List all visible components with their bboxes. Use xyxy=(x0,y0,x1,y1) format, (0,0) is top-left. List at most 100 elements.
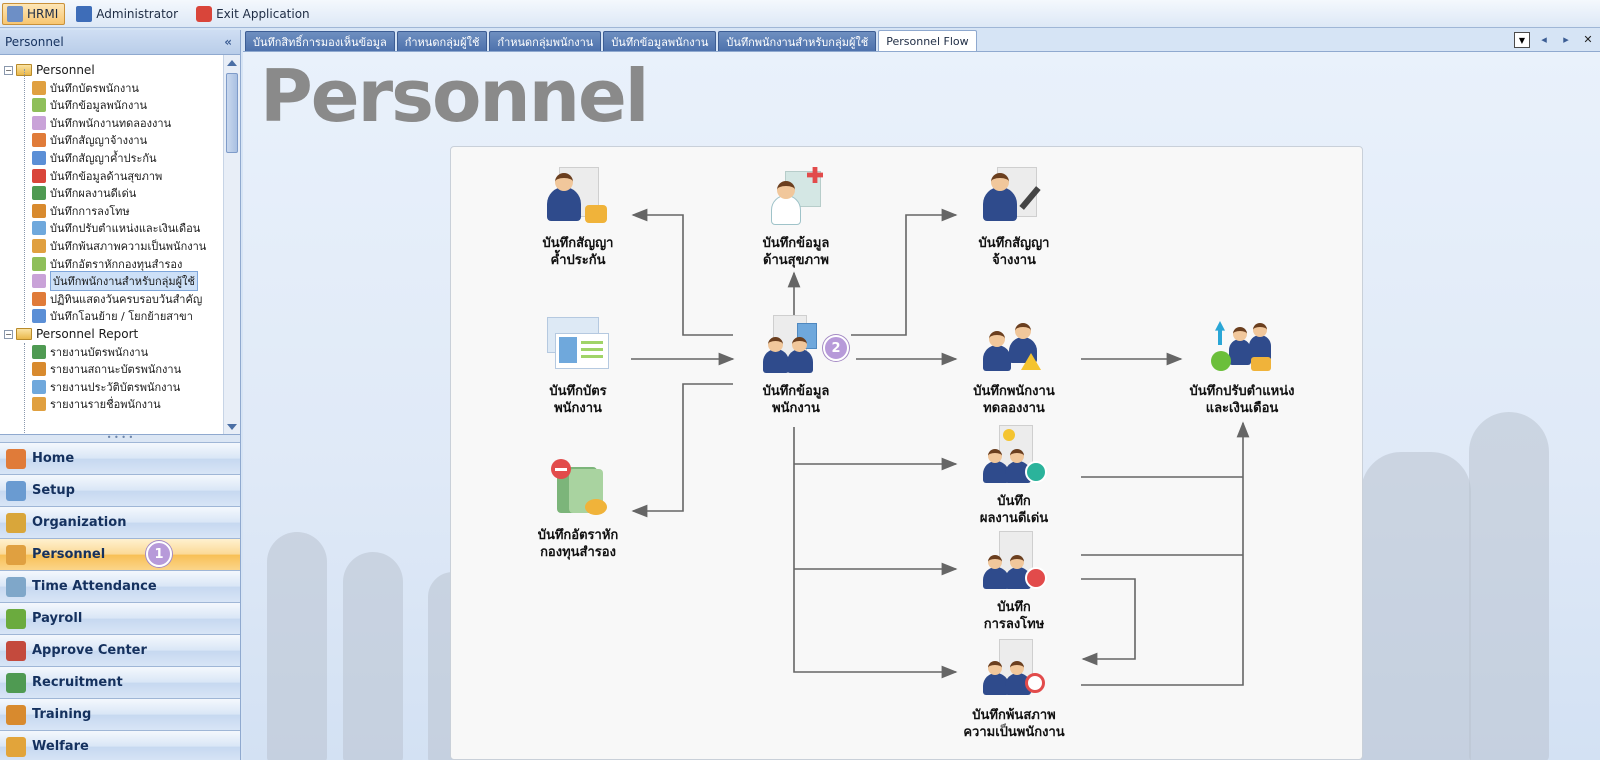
tree-item[interactable]: บันทึกการลงโทษ xyxy=(32,202,130,220)
menu-item-icon xyxy=(32,151,46,165)
tree-item-label: บันทึกพ้นสภาพความเป็นพนักงาน xyxy=(50,240,207,253)
tree-item-label: บันทึกสัญญาจ้างงาน xyxy=(50,134,148,148)
tab-4[interactable]: บันทึกพนักงานสำหรับกลุ่มผู้ใช้ xyxy=(718,31,877,51)
tree-item[interactable]: รายงานบัตรพนักงาน xyxy=(32,343,148,361)
collapse-panel-icon[interactable]: « xyxy=(224,35,232,49)
tab-scroll-right-icon[interactable]: ▸ xyxy=(1563,33,1569,46)
tree-scrollbar[interactable] xyxy=(223,55,240,434)
background-silhouette xyxy=(267,532,327,760)
administrator-button[interactable]: Administrator xyxy=(71,3,185,25)
tree-item[interactable]: บันทึกพนักงานสำหรับกลุ่มผู้ใช้ xyxy=(32,271,198,292)
tree-item[interactable]: บันทึกข้อมูลด้านสุขภาพ xyxy=(32,167,162,185)
payroll-icon xyxy=(6,608,26,629)
nav-home-button[interactable]: Home xyxy=(0,443,240,475)
tree-item[interactable]: บันทึกข้อมูลพนักงาน xyxy=(32,96,147,114)
tree-item-label: ปฏิทินแสดงวันครบรอบวันสำคัญ xyxy=(50,292,203,306)
node-termination[interactable]: บันทึกพ้นสภาพความเป็นพนักงาน xyxy=(949,637,1079,741)
tree-item[interactable]: ปฏิทินแสดงวันครบรอบวันสำคัญ xyxy=(32,290,202,308)
scroll-down-icon[interactable] xyxy=(227,424,237,430)
splitter-grip[interactable]: • • • • xyxy=(0,434,240,443)
node-health[interactable]: บันทึกข้อมูลด้านสุขภาพ xyxy=(731,165,861,269)
employee-info-label: บันทึกข้อมูลพนักงาน xyxy=(762,384,830,416)
tree-item-label: รายงานประวัติบัตรพนักงาน xyxy=(50,380,181,394)
node-provident-fund[interactable]: บันทึกอัตราหักกองทุนสำรอง xyxy=(513,457,643,561)
menu-item-icon xyxy=(32,362,46,377)
nav-welfare-button[interactable]: Welfare xyxy=(0,731,240,760)
tree-item[interactable]: บันทึกพนักงานทดลองงาน xyxy=(32,114,171,132)
collapse-node-icon[interactable]: − xyxy=(4,329,13,339)
node-punishment[interactable]: บันทึกการลงโทษ xyxy=(949,529,1079,633)
nav-label: Approve Center xyxy=(32,643,147,658)
tree-item[interactable]: รายงานรายชื่อพนักงาน xyxy=(32,395,161,413)
tree-item[interactable]: รายงานสถานะบัตรพนักงาน xyxy=(32,360,181,378)
menu-item-icon xyxy=(32,133,46,148)
time-attendance-icon xyxy=(6,576,26,597)
nav-label: Organization xyxy=(32,515,127,530)
nav-training-button[interactable]: Training xyxy=(0,699,240,731)
tree-group[interactable]: −Personnel xyxy=(4,61,95,79)
node-contract-employ[interactable]: บันทึกสัญญาจ้างงาน xyxy=(949,165,1079,269)
home-icon xyxy=(6,448,26,469)
node-employee-info[interactable]: 2 บันทึกข้อมูลพนักงาน xyxy=(731,313,861,417)
node-employee-card[interactable]: บันทึกบัตรพนักงาน xyxy=(513,313,643,417)
background-silhouette xyxy=(343,552,403,760)
tab-list-dropdown-icon[interactable]: ▼ xyxy=(1514,32,1530,48)
tab-5[interactable]: Personnel Flow xyxy=(878,30,977,51)
nav-recruitment-button[interactable]: Recruitment xyxy=(0,667,240,699)
tree-item-label: Personnel Report xyxy=(36,327,139,341)
tree-item[interactable]: บันทึกผลงานดีเด่น xyxy=(32,184,136,202)
tab-2[interactable]: กำหนดกลุ่มพนักงาน xyxy=(489,31,602,51)
node-adjust-salary[interactable]: บันทึกปรับตำแหน่งและเงินเดือน xyxy=(1177,313,1307,417)
tree-item-label: บันทึกพนักงานทดลองงาน xyxy=(50,116,172,130)
tree-item[interactable]: บันทึกสัญญาค้ำประกัน xyxy=(32,149,157,167)
tree-item[interactable]: บันทึกพ้นสภาพความเป็นพนักงาน xyxy=(32,237,206,255)
menu-item-icon xyxy=(32,80,46,95)
node-performance[interactable]: บันทึกผลงานดีเด่น xyxy=(949,423,1079,527)
nav-time-attendance-button[interactable]: Time Attendance xyxy=(0,571,240,603)
collapse-node-icon[interactable]: − xyxy=(4,65,13,75)
step-1-badge: 1 xyxy=(146,541,172,567)
tree-group[interactable]: − Personnel Report xyxy=(4,325,138,343)
tab-controls: ▼ ◂ ▸ ✕ xyxy=(1508,32,1596,48)
contract-employ-label: บันทึกสัญญาจ้างงาน xyxy=(978,236,1050,268)
hrmi-button[interactable]: HRMI xyxy=(2,2,66,25)
panel-title: Personnel xyxy=(5,35,64,49)
nav-approve-center-button[interactable]: Approve Center xyxy=(0,635,240,667)
panel-header: Personnel « xyxy=(0,30,240,55)
tab-scroll-left-icon[interactable]: ◂ xyxy=(1541,33,1547,46)
menu-item-icon xyxy=(32,309,46,324)
performance-label: บันทึกผลงานดีเด่น xyxy=(979,494,1049,526)
personnel-flow-view: Personnel xyxy=(243,52,1600,760)
node-contract-guarantee[interactable]: บันทึกสัญญาค้ำประกัน xyxy=(513,165,643,269)
termination-icon xyxy=(981,637,1047,703)
nav-payroll-button[interactable]: Payroll xyxy=(0,603,240,635)
scroll-up-icon[interactable] xyxy=(227,60,237,66)
exit-application-button[interactable]: Exit Application xyxy=(191,3,317,25)
flow-connectors xyxy=(631,208,1250,686)
tab-1[interactable]: กำหนดกลุ่มผู้ใช้ xyxy=(396,31,488,51)
tree-item[interactable]: บันทึกบัตรพนักงาน xyxy=(32,79,139,97)
nav-organization-button[interactable]: Organization xyxy=(0,507,240,539)
tab-3[interactable]: บันทึกข้อมูลพนักงาน xyxy=(603,31,717,51)
tree-item[interactable]: บันทึกโอนย้าย / โยกย้ายสาขา xyxy=(32,307,193,325)
tree-item[interactable]: บันทึกสัญญาจ้างงาน xyxy=(32,131,147,149)
tree-item[interactable]: รายงานประวัติบัตรพนักงาน xyxy=(32,378,180,396)
close-tab-icon[interactable]: ✕ xyxy=(1583,33,1593,46)
menu-item-icon xyxy=(32,291,46,306)
tree-item[interactable]: บันทึกปรับตำแหน่งและเงินเดือน xyxy=(32,219,200,237)
node-probation[interactable]: บันทึกพนักงานทดลองงาน xyxy=(949,313,1079,417)
tree-item[interactable]: บันทึกอัตราหักกองทุนสำรอง xyxy=(32,255,182,273)
scroll-thumb[interactable] xyxy=(226,73,238,153)
nav-setup-button[interactable]: Setup xyxy=(0,475,240,507)
tree-connector-line xyxy=(24,69,25,323)
health-hospital-icon xyxy=(763,165,829,231)
hrmi-icon xyxy=(7,5,23,22)
menu-item-icon xyxy=(32,98,46,113)
nav-label: Setup xyxy=(32,483,75,498)
nav-label: Welfare xyxy=(32,739,89,754)
probation-label: บันทึกพนักงานทดลองงาน xyxy=(973,384,1055,416)
tab-0[interactable]: บันทึกสิทธิ์การมองเห็นข้อมูล xyxy=(245,31,395,51)
employee-card-label: บันทึกบัตรพนักงาน xyxy=(549,384,607,416)
